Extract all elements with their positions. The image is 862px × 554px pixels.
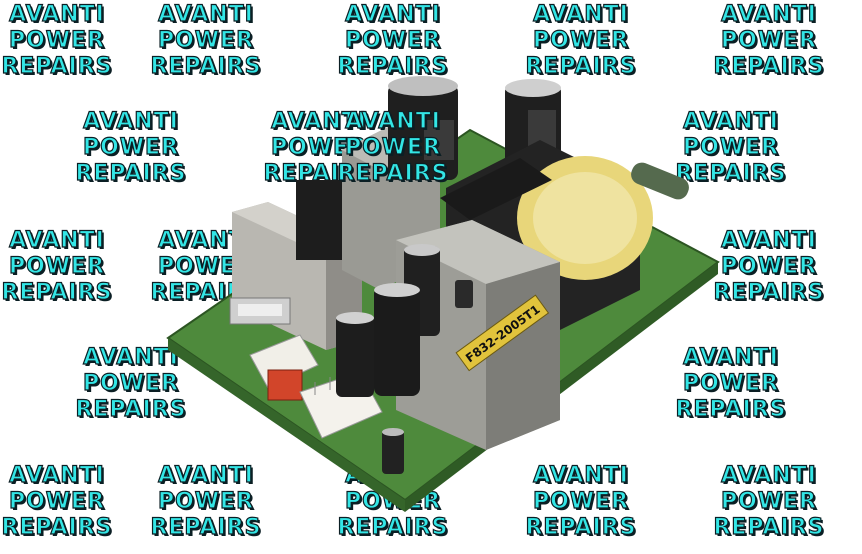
capacitor-tiny — [455, 280, 473, 308]
capacitor-front-3 — [336, 312, 374, 397]
capacitor-front-2 — [374, 283, 420, 396]
capacitor-large-1 — [388, 76, 458, 180]
x-capacitor — [267, 369, 303, 401]
fuse-holder — [229, 297, 291, 325]
capacitor-small — [382, 428, 404, 474]
inductor-right — [631, 162, 689, 200]
input-connector — [249, 334, 319, 389]
